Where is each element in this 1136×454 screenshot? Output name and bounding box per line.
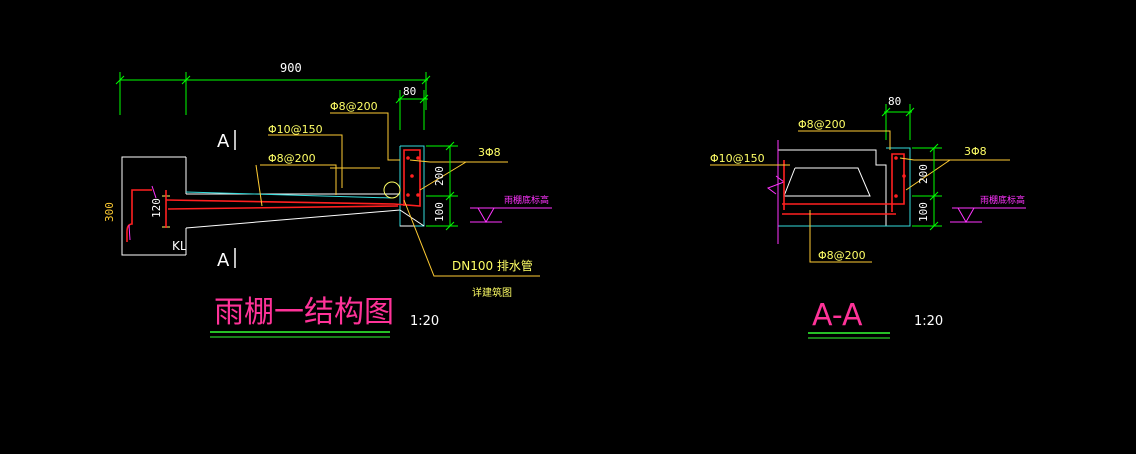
dim-200-right-text: 200 [917, 164, 930, 184]
rebar-left [126, 149, 421, 242]
scale-left: 1:20 [410, 314, 439, 329]
label-phi8-top: Φ8@200 [330, 100, 378, 113]
label-phi8-top-right: Φ8@200 [798, 118, 846, 131]
dim-200-text: 200 [433, 166, 446, 186]
section-mark-bottom: A [217, 250, 230, 271]
dim-80-right-text: 80 [888, 95, 901, 108]
dim-300-text: 300 [103, 202, 116, 222]
dim-100-right-text: 100 [917, 202, 930, 222]
slab-outline [185, 193, 401, 229]
dim-80-text: 80 [403, 85, 416, 98]
label-phi8-bottom-right: Φ8@200 [818, 249, 866, 262]
drawing-title-right: A-A [812, 298, 863, 333]
label-phi10-right: Φ10@150 [710, 152, 765, 165]
dimension-900 [115, 72, 431, 115]
dim-120-text: 120 [150, 198, 163, 218]
kl-label: KL [172, 239, 187, 253]
section-mark-top: A [217, 131, 230, 152]
drawing-title-left: 雨棚一结构图 [214, 295, 394, 330]
rebar-right [782, 153, 905, 215]
elev-label-left: 雨棚底标高 [504, 194, 549, 206]
beam-outline [121, 156, 187, 256]
label-3phi8: 3Φ8 [478, 146, 501, 159]
drain-pipe-icon [383, 181, 401, 199]
elev-label-right: 雨棚底标高 [980, 194, 1025, 206]
label-phi10: Φ10@150 [268, 123, 323, 136]
scale-right: 1:20 [914, 314, 943, 329]
section-a-a-drawing: 80 [710, 95, 1026, 339]
label-phi8-mid: Φ8@200 [268, 152, 316, 165]
canopy-structure-drawing: 900 80 A A KL 300 120 [103, 61, 552, 338]
label-3phi8-right: 3Φ8 [964, 145, 987, 158]
break-line-icon [766, 175, 786, 195]
dimension-80-left [395, 90, 429, 130]
dim-100-text: 100 [433, 202, 446, 222]
dim-900-text: 900 [280, 61, 302, 75]
elevation-symbol [470, 207, 552, 224]
drain-sub-label: 详建筑图 [472, 286, 512, 299]
drain-label: DN100 排水管 [452, 258, 533, 273]
